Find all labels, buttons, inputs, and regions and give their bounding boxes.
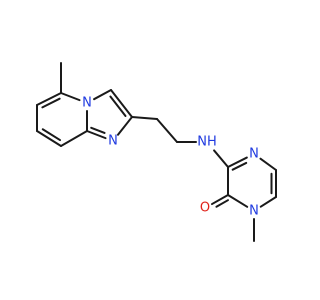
double-bond-pz_c3-pz_n4 [227, 156, 248, 168]
single-bond-c2-ch2_a [131, 116, 158, 120]
double-bond-c6-c5 [36, 92, 62, 106]
single-bond-nh-pz_c3 [213, 149, 229, 168]
double-bond-pz_c3-pz_n4-inner [231, 161, 248, 171]
single-bond-pz_c6-pz_n1 [259, 196, 277, 208]
double-bond-c3-c2 [110, 89, 133, 118]
single-bond-ch2_a-ch2_b [156, 118, 178, 143]
atom-label-pz_n1: N [249, 204, 259, 219]
double-bond-pz_c2-o [210, 194, 229, 206]
atom-label-n1: N [108, 134, 118, 149]
bond-layer [36, 62, 277, 242]
double-bond-pz_c2-o-inner [215, 199, 229, 208]
single-bond-n4-c3 [93, 89, 112, 101]
atom-label-layer: N N NH N N O [82, 96, 259, 219]
double-bond-n1-c8a [86, 130, 107, 140]
single-bond-c8a-c8 [60, 130, 88, 147]
single-bond-c5-n4 [60, 92, 81, 102]
single-bond-c2-n1 [116, 116, 133, 136]
atom-label-nh: NH [197, 135, 217, 150]
double-bond-c3-c2-inner [109, 95, 127, 117]
double-bond-n1-c8a-inner [90, 126, 106, 134]
double-bond-c8-c7 [36, 130, 62, 147]
single-bond-pz_n4-pz_c5 [259, 157, 277, 171]
double-bond-c8-c7-inner [41, 128, 62, 142]
atom-label-n4: N [82, 96, 92, 111]
atom-label-pz_n4: N [249, 147, 259, 162]
single-bond-pz_n1-pz_c2 [227, 194, 249, 208]
atom-label-o: O [200, 201, 210, 216]
molecule-diagram: N N NH N N O [36, 62, 277, 242]
double-bond-c6-c5-inner [41, 97, 61, 109]
